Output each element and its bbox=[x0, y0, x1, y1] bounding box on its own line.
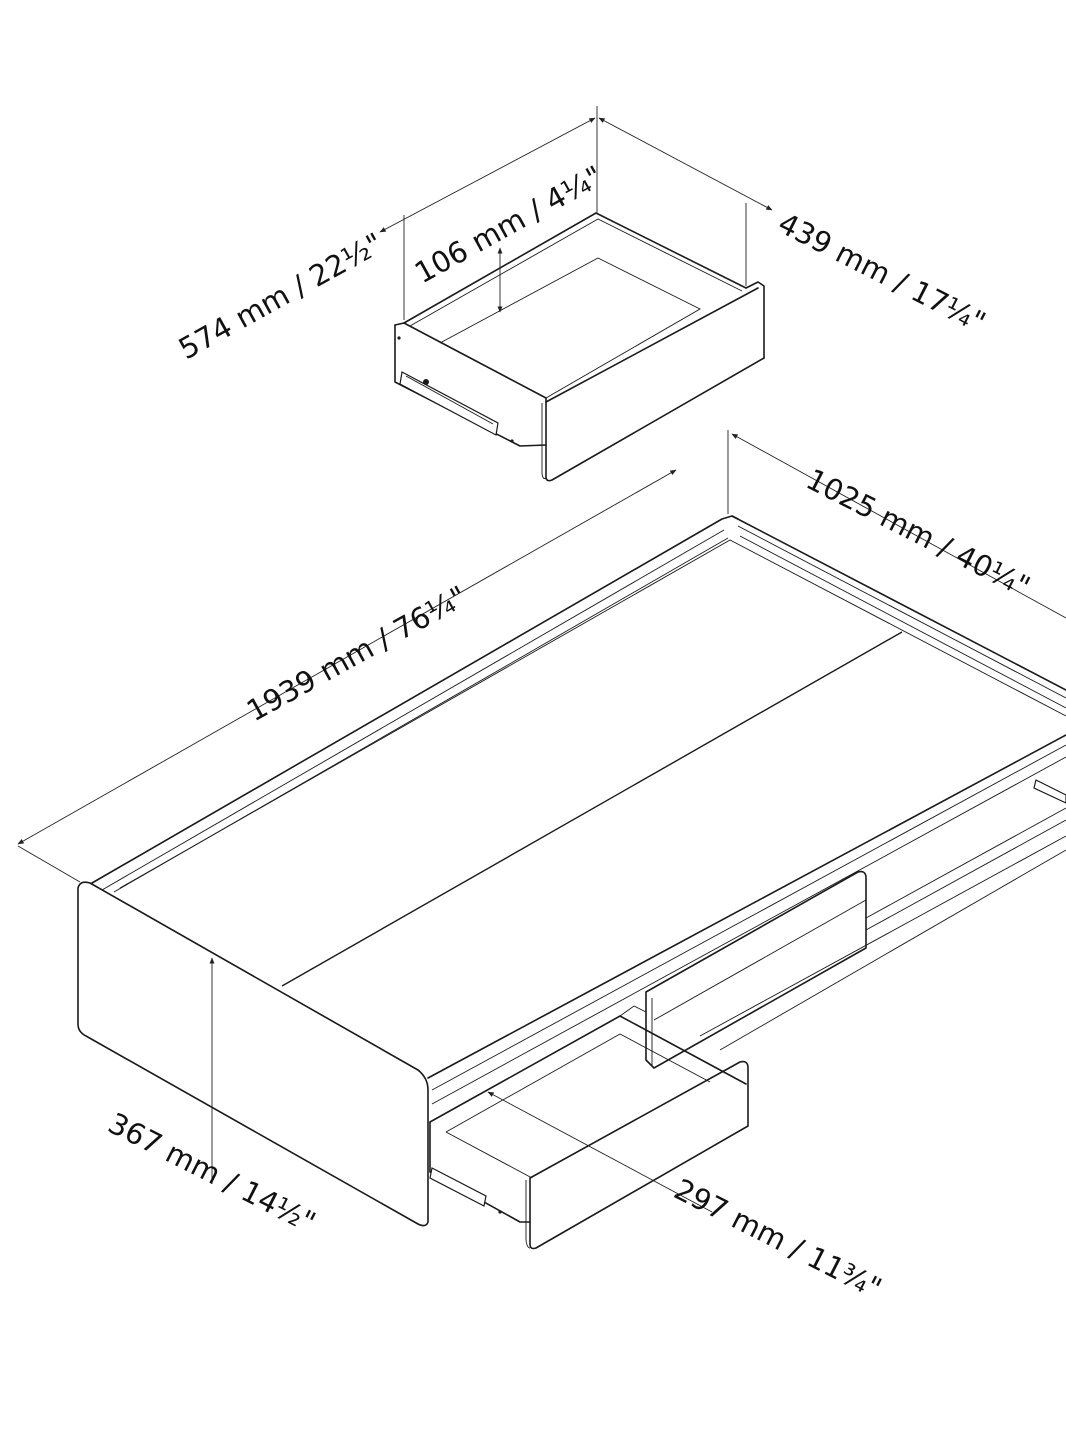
bed-frame bbox=[77, 515, 1066, 1227]
bed-open-drawer bbox=[429, 1005, 749, 1250]
bed-closed-drawer bbox=[645, 779, 1066, 1069]
drawer-clearance-label: 297 mm / 11¾" bbox=[669, 1172, 887, 1306]
drawer-height-label: 106 mm / 4¼" bbox=[409, 159, 608, 290]
loose-drawer bbox=[394, 212, 765, 482]
bed-dimension-lines bbox=[17, 430, 1066, 1213]
bed-width-label: 1025 mm / 40¼" bbox=[801, 462, 1036, 604]
drawer-width-label: 439 mm / 17¼" bbox=[773, 206, 991, 340]
drawer-dimension-lines bbox=[379, 106, 773, 320]
drawer-slide-rail bbox=[399, 371, 499, 436]
drawer-depth-label: 574 mm / 22½" bbox=[173, 226, 389, 366]
